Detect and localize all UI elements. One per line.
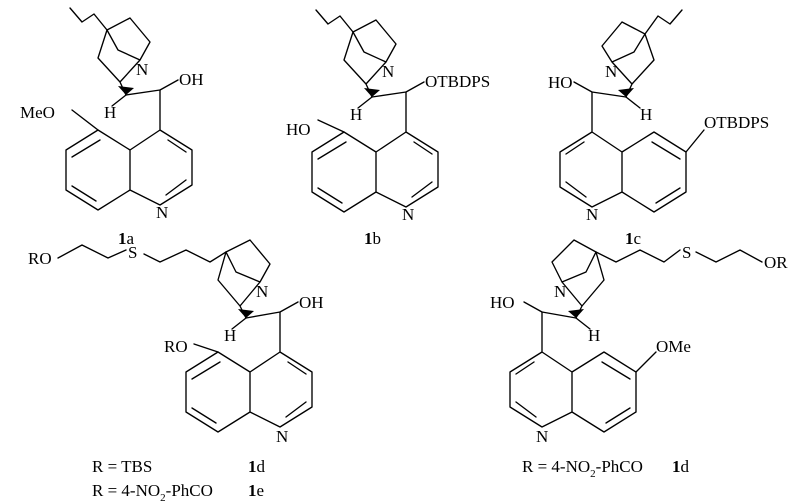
structure-1a: MeO N OH H N 1a (20, 7, 204, 248)
quinuclidine-nitrogen-label: N (554, 282, 566, 301)
ro-chain-label: RO (28, 249, 52, 268)
r-nitrobenzoyl-caption: R = 4-NO2-PhCO (92, 481, 213, 502)
quinoline-nitrogen-label: N (276, 427, 288, 446)
quinoline-nitrogen-label: N (156, 203, 168, 222)
sulfur-label: S (128, 243, 137, 262)
quinuclidine-nitrogen-label: N (136, 60, 148, 79)
hydrogen-label: H (350, 105, 362, 124)
compound-1d-right-caption: 1d (672, 457, 690, 476)
hydroxyl-label: OH (179, 70, 204, 89)
compound-1c-caption: 1c (625, 229, 642, 248)
compound-1d-caption: 1d (248, 457, 266, 476)
compound-1e-caption: 1e (248, 481, 264, 500)
hydrogen-label: H (588, 326, 600, 345)
structure-1d-1e: RO S N OH H RO N R = TBS 1d R = 4-NO2-Ph… (28, 239, 324, 502)
or-chain-label: OR (764, 253, 788, 272)
quinoline-nitrogen-label: N (536, 427, 548, 446)
structure-1d-right: OR S N HO H OMe N R = 4-NO2-PhCO 1d (490, 239, 788, 480)
hydrogen-label: H (104, 103, 116, 122)
quinoline-nitrogen-label: N (586, 205, 598, 224)
compound-1a-caption: 1a (118, 229, 135, 248)
sulfur-label: S (682, 243, 691, 262)
quinuclidine-nitrogen-label: N (256, 282, 268, 301)
compound-1b-caption: 1b (364, 229, 381, 248)
hydrogen-label: H (224, 326, 236, 345)
otbdps-label: OTBDPS (704, 113, 769, 132)
methoxy-label: MeO (20, 103, 55, 122)
quinoline-nitrogen-label: N (402, 205, 414, 224)
hydroxyl-label: HO (286, 120, 311, 139)
hydroxyl-label: OH (299, 293, 324, 312)
otbdps-label: OTBDPS (425, 72, 490, 91)
quinuclidine-nitrogen-label: N (605, 62, 617, 81)
quinuclidine-nitrogen-label: N (382, 62, 394, 81)
ro-aryl-label: RO (164, 337, 188, 356)
methoxy-label: OMe (656, 337, 691, 356)
hydrogen-label: H (640, 105, 652, 124)
hydroxyl-label: HO (490, 293, 515, 312)
structure-1c: HO OTBDPS N H N 1c (548, 9, 769, 248)
r-tbs-caption: R = TBS (92, 457, 152, 476)
structure-1b: HO OTBDPS N H N 1b (286, 9, 490, 248)
r-nitrobenzoyl-caption: R = 4-NO2-PhCO (522, 457, 643, 480)
hydroxyl-label: HO (548, 73, 573, 92)
